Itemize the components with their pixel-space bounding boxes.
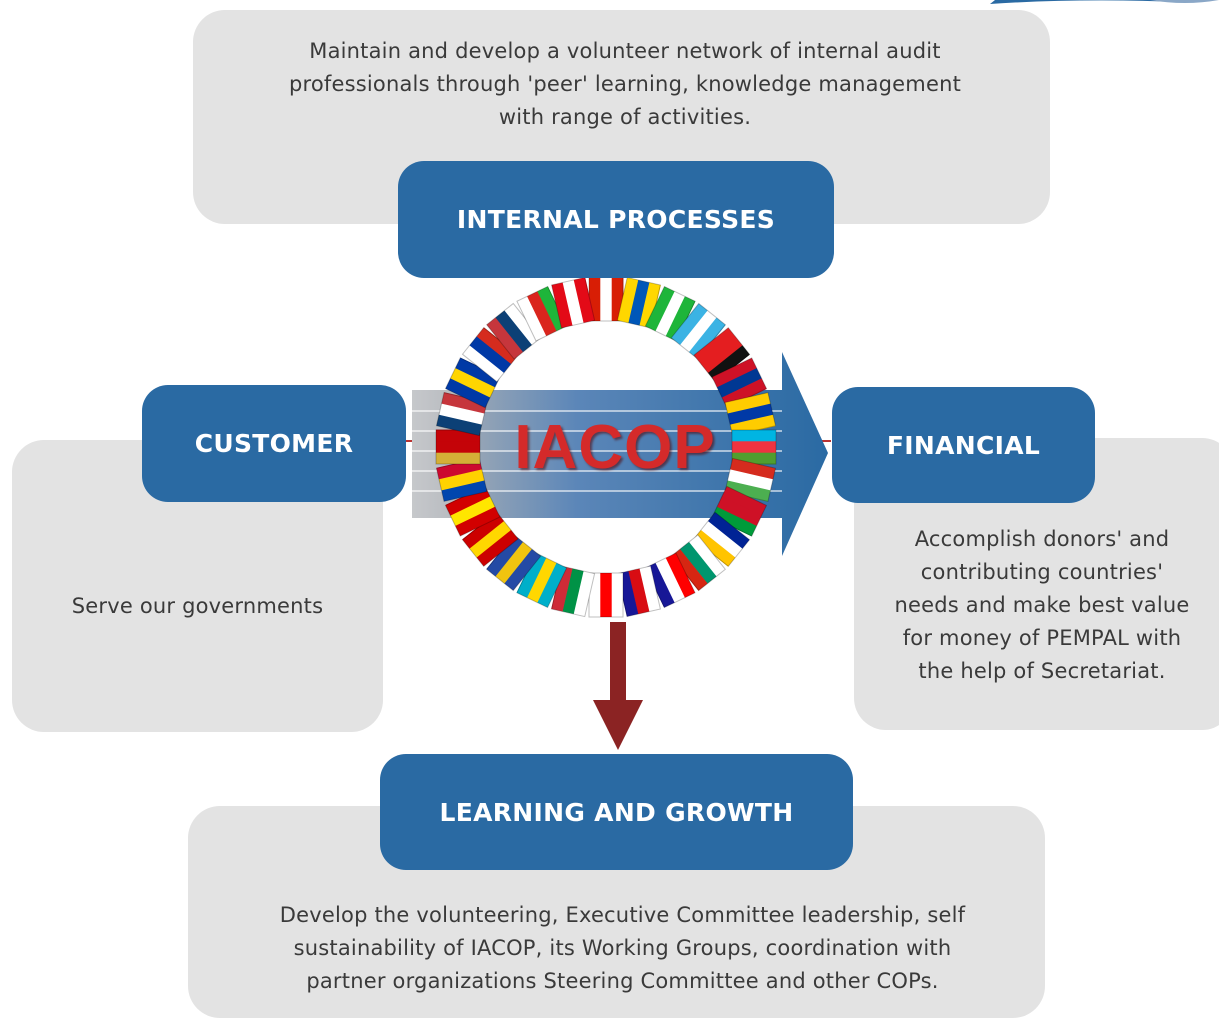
description-line: partner organizations Steering Committee… <box>306 969 939 993</box>
flag-icon <box>461 511 519 568</box>
flag-icon <box>435 429 481 465</box>
description-line: professionals through 'peer' learning, k… <box>288 72 962 96</box>
description-line: the help of Secretariat. <box>918 659 1166 683</box>
flag-icon <box>711 485 768 537</box>
flag-icon <box>551 276 596 329</box>
flag-icon <box>588 276 624 322</box>
flag-icon <box>551 565 596 618</box>
description-line: sustainability of IACOP, its Working Gro… <box>293 936 952 960</box>
down-arrow <box>593 622 643 750</box>
corner-logo-fragment <box>990 0 1180 4</box>
description-line: contributing countries' <box>920 560 1164 584</box>
description-line: Accomplish donors' and <box>914 527 1170 551</box>
learning-growth-title-box: LEARNING AND GROWTH <box>380 754 853 870</box>
description-line: Develop the volunteering, Executive Comm… <box>279 903 966 927</box>
financial-title-box: FINANCIAL <box>832 387 1095 503</box>
learning-growth-title: LEARNING AND GROWTH <box>439 797 794 827</box>
flag-icon <box>693 511 751 568</box>
financial-title: FINANCIAL <box>886 430 1041 460</box>
description-line: Maintain and develop a volunteer network… <box>309 39 941 63</box>
customer-description: Serve our governments <box>71 594 324 618</box>
learning-growth-description: Develop the volunteering, Executive Comm… <box>210 899 1035 998</box>
internal-processes-title: INTERNAL PROCESSES <box>456 205 776 234</box>
flag-icon <box>435 392 488 437</box>
description-line: for money of PEMPAL with <box>902 626 1182 650</box>
description-line: with range of activities. <box>498 105 752 129</box>
internal-processes-title-box: INTERNAL PROCESSES <box>398 161 834 278</box>
flag-icon <box>516 552 568 609</box>
flag-icon <box>588 572 624 618</box>
flag-icon <box>670 302 727 360</box>
flag-icon <box>724 457 777 502</box>
internal-processes-description: Maintain and develop a volunteer network… <box>230 35 1020 134</box>
flag-ring <box>435 276 777 618</box>
financial-description: Accomplish donors' and contributing coun… <box>866 523 1218 688</box>
flag-icon <box>616 565 661 618</box>
flag-icon <box>444 357 501 409</box>
flag-icon <box>670 534 727 592</box>
customer-title: CUSTOMER <box>194 429 354 458</box>
flag-icon <box>485 534 542 592</box>
iacop-logo-text: IACOP <box>514 413 716 482</box>
description-line: needs and make best value <box>894 593 1190 617</box>
customer-title-box: CUSTOMER <box>142 385 406 502</box>
